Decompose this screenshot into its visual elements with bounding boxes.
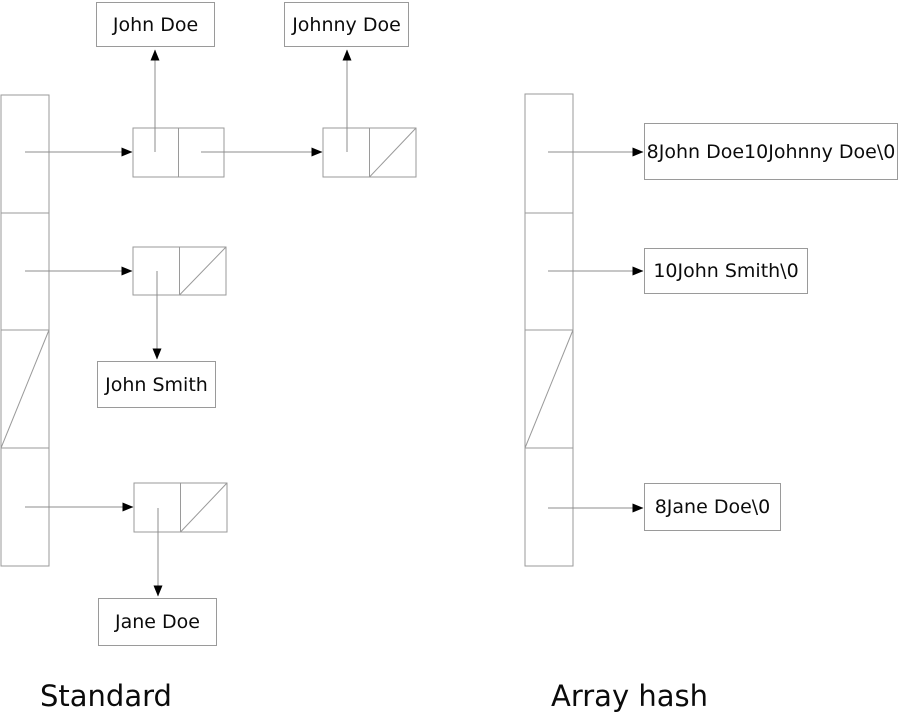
record-label: Jane Doe (115, 611, 200, 633)
null-slash (369, 127, 417, 178)
caption-array-hash: Array hash (551, 679, 708, 713)
string-label: 8Jane Doe\0 (654, 496, 771, 518)
array-hash-bucket-array (524, 93, 574, 567)
null-slash (0, 329, 50, 449)
string-box-bucket-4: 8Jane Doe\0 (644, 483, 781, 531)
string-box-bucket-1: 8John Doe10Johnny Doe\0 (644, 123, 898, 180)
string-label: 8John Doe10Johnny Doe\0 (646, 140, 896, 163)
pointer-arrows (25, 49, 644, 597)
record-box-john-doe: John Doe (96, 2, 215, 47)
record-label: John Doe (112, 13, 199, 36)
standard-bucket-array (0, 94, 50, 567)
record-label: John Smith (105, 373, 208, 396)
null-slash (524, 329, 574, 449)
record-box-johnny-doe: Johnny Doe (284, 2, 409, 47)
string-label: 10John Smith\0 (653, 260, 799, 282)
string-box-bucket-2: 10John Smith\0 (644, 248, 808, 294)
null-slash (179, 246, 227, 296)
list-node-john-smith (132, 246, 227, 296)
record-box-jane-doe: Jane Doe (98, 598, 217, 646)
record-label: Johnny Doe (292, 13, 401, 36)
null-slash (180, 482, 228, 533)
list-node-johnny-doe (322, 127, 417, 178)
caption-standard: Standard (40, 679, 172, 713)
list-node-jane-doe (133, 482, 228, 533)
list-nodes (132, 127, 417, 533)
record-box-john-smith: John Smith (97, 361, 216, 408)
